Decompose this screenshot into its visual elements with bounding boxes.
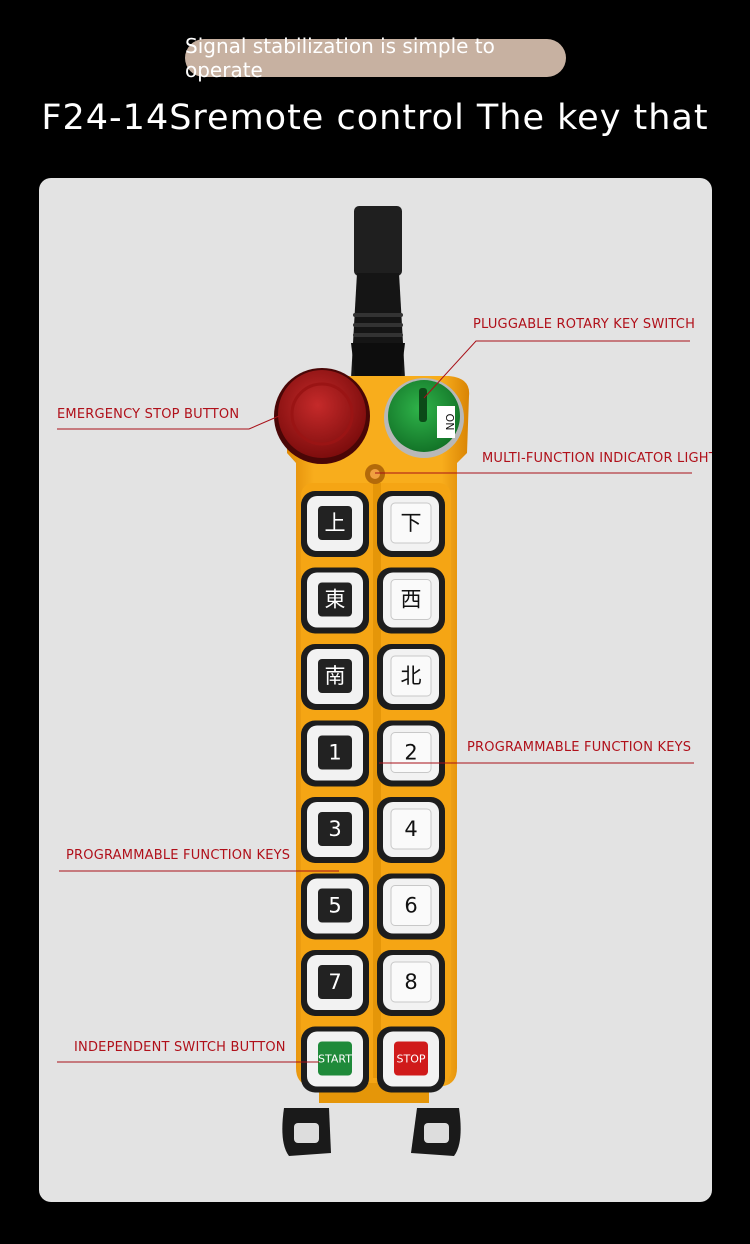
header-pill: Signal stabilization is simple to operat… bbox=[185, 34, 566, 82]
key-down[interactable]: 下 bbox=[377, 491, 445, 557]
key-label-k2: 2 bbox=[404, 741, 417, 765]
rotary-on-marking: ON bbox=[443, 414, 456, 431]
page-title: F24-14Sremote control The key that bbox=[41, 98, 709, 138]
key-label-k1: 1 bbox=[328, 741, 341, 765]
emergency-stop-button[interactable] bbox=[274, 368, 370, 464]
key-label-k7: 7 bbox=[328, 970, 341, 994]
key-k3[interactable]: 3 bbox=[301, 797, 369, 863]
key-up[interactable]: 上 bbox=[301, 491, 369, 557]
key-k7[interactable]: 7 bbox=[301, 950, 369, 1016]
key-label-west: 西 bbox=[401, 588, 422, 612]
key-label-up: 上 bbox=[325, 511, 346, 535]
callout-programmable-keys-right: PROGRAMMABLE FUNCTION KEYS bbox=[467, 740, 692, 755]
key-k6[interactable]: 6 bbox=[377, 873, 445, 940]
key-label-k5: 5 bbox=[328, 894, 341, 918]
key-label-stop: STOP bbox=[397, 1053, 426, 1066]
key-west[interactable]: 西 bbox=[377, 567, 445, 634]
callout-rotary-key-switch: PLUGGABLE ROTARY KEY SWITCH bbox=[473, 317, 696, 332]
key-start[interactable]: START bbox=[301, 1026, 369, 1093]
key-label-down: 下 bbox=[401, 511, 422, 535]
key-north[interactable]: 北 bbox=[377, 644, 445, 710]
key-label-north: 北 bbox=[401, 664, 422, 688]
key-k1[interactable]: 1 bbox=[301, 720, 369, 787]
key-label-k6: 6 bbox=[404, 894, 417, 918]
callout-lines bbox=[57, 340, 694, 1063]
callout-indicator-light: MULTI-FUNCTION INDICATOR LIGHT bbox=[482, 451, 712, 466]
key-stop[interactable]: STOP bbox=[377, 1026, 445, 1093]
key-label-start: START bbox=[318, 1053, 352, 1066]
key-south[interactable]: 南 bbox=[301, 644, 369, 710]
callout-programmable-keys-left: PROGRAMMABLE FUNCTION KEYS bbox=[66, 848, 291, 863]
key-east[interactable]: 東 bbox=[301, 567, 369, 634]
key-label-east: 東 bbox=[325, 588, 346, 612]
key-k4[interactable]: 4 bbox=[377, 797, 445, 863]
antenna bbox=[351, 206, 405, 393]
pill-text: Signal stabilization is simple to operat… bbox=[185, 34, 495, 82]
key-label-k8: 8 bbox=[404, 970, 417, 994]
callout-independent-switch: INDEPENDENT SWITCH BUTTON bbox=[74, 1040, 286, 1055]
indicator-light bbox=[365, 464, 385, 484]
key-label-south: 南 bbox=[325, 664, 346, 688]
key-label-k4: 4 bbox=[404, 817, 417, 841]
key-k8[interactable]: 8 bbox=[377, 950, 445, 1016]
key-k5[interactable]: 5 bbox=[301, 873, 369, 940]
rotary-key-switch[interactable]: ON bbox=[384, 378, 464, 458]
callout-emergency-stop: EMERGENCY STOP BUTTON bbox=[57, 407, 240, 422]
key-label-k3: 3 bbox=[328, 817, 341, 841]
key-k2[interactable]: 2 bbox=[377, 720, 445, 787]
